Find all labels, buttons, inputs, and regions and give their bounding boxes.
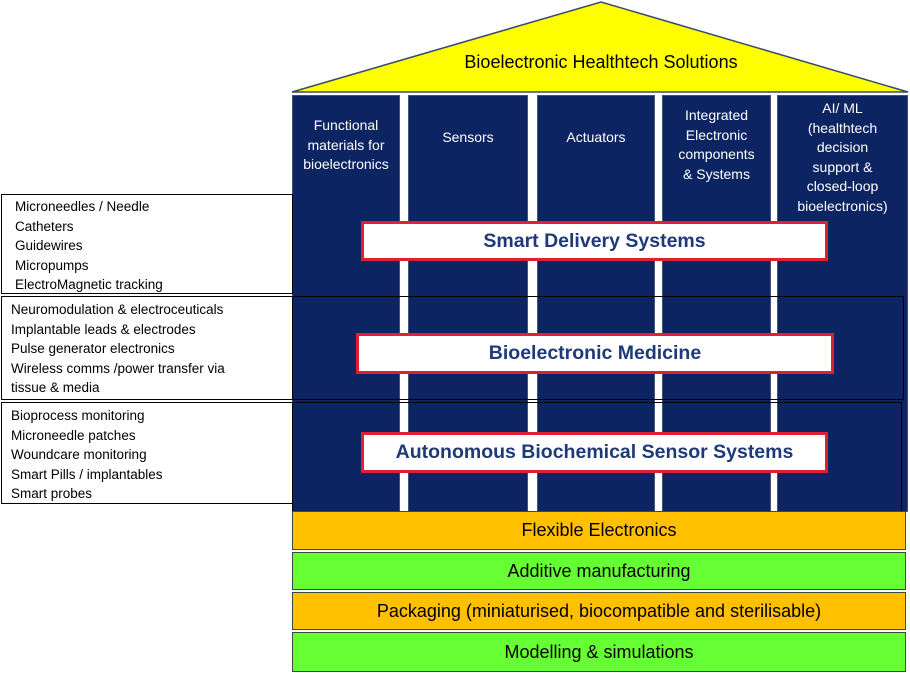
pillar-label: Integrated Electronic components & Syste… [678, 107, 755, 182]
list-item: Microneedle patches [11, 427, 136, 443]
banner-bioelectronic-medicine: Bioelectronic Medicine [356, 333, 834, 374]
list-item: Catheters [15, 218, 74, 234]
list-item: Smart probes [11, 486, 93, 501]
list-item: Pulse generator electronics [11, 341, 175, 356]
pillar-label: Sensors [442, 129, 494, 145]
list-item: Wireless comms /power transfer via [11, 360, 225, 376]
list-item: Bioprocess monitoring [11, 408, 145, 423]
pillar-label: AI/ ML (healthtech decision support & cl… [797, 100, 888, 214]
list-item: Woundcare monitoring [11, 447, 147, 462]
group-biochemical-sensor-items: Bioprocess monitoring Microneedle patche… [1, 402, 293, 504]
group-bioelectronic-medicine-items: Neuromodulation & electroceuticals Impla… [1, 296, 293, 400]
pillar-label: Functional materials for bioelectronics [303, 117, 389, 172]
roof-title: Bioelectronic Healthtech Solutions [464, 52, 738, 72]
list-item: ElectroMagnetic tracking [15, 277, 163, 292]
banner-autonomous-biochemical-sensors: Autonomous Biochemical Sensor Systems [361, 432, 828, 473]
list-item: Implantable leads & electrodes [11, 321, 196, 337]
layer-additive-manufacturing: Additive manufacturing [292, 552, 906, 590]
list-item: Neuromodulation & electroceuticals [11, 302, 224, 317]
list-item: Micropumps [15, 257, 89, 273]
group-smart-delivery-items: Microneedles / Needle Catheters Guidewir… [1, 194, 293, 294]
layer-packaging: Packaging (miniaturised, biocompatible a… [292, 592, 906, 630]
layer-flexible-electronics: Flexible Electronics [292, 511, 906, 550]
roof-triangle [291, 1, 909, 93]
list-item: Guidewires [15, 238, 83, 253]
list-item: Microneedles / Needle [15, 199, 150, 214]
banner-smart-delivery-systems: Smart Delivery Systems [361, 221, 828, 261]
layer-modelling-simulations: Modelling & simulations [292, 632, 906, 672]
list-item: Smart Pills / implantables [11, 466, 163, 482]
list-item: tissue & media [11, 380, 100, 395]
pillar-label: Actuators [566, 129, 626, 145]
roof [291, 1, 909, 93]
